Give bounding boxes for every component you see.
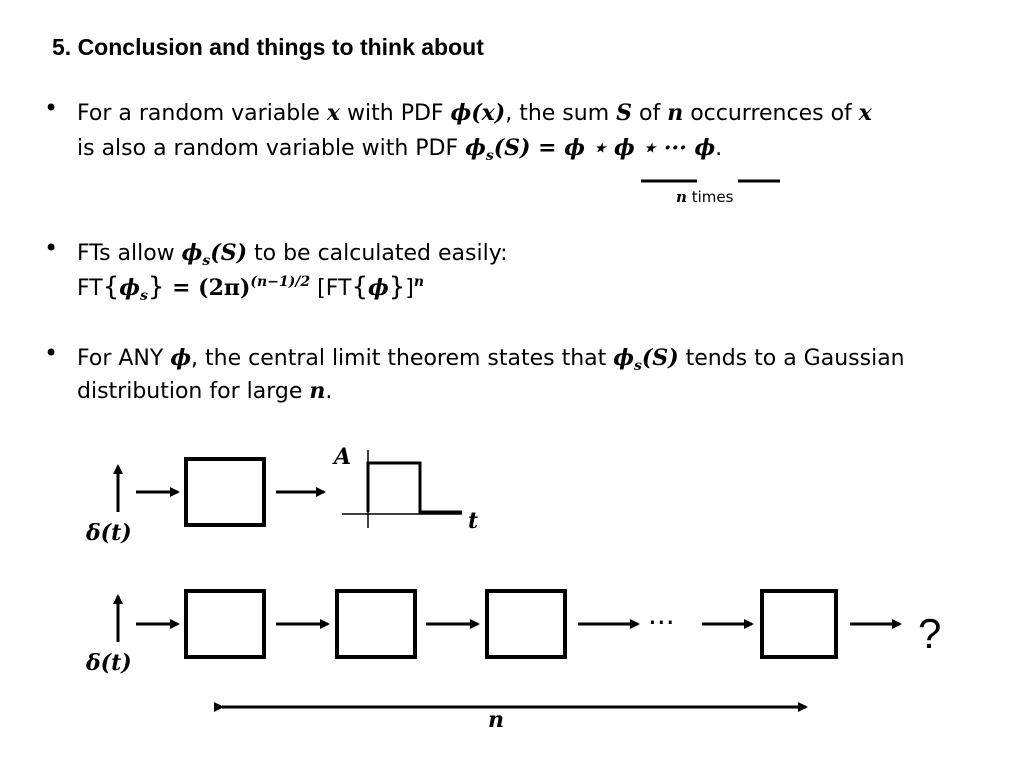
system-box xyxy=(184,589,266,659)
text: [ xyxy=(310,276,326,301)
math-phi: ϕ xyxy=(119,275,140,301)
text: occurrences of xyxy=(683,101,859,126)
math-n: n xyxy=(667,100,684,126)
text: FT xyxy=(77,276,103,301)
math-phi: ϕ xyxy=(170,345,192,371)
math-2pi: = (2π) xyxy=(164,275,251,301)
text: to be calculated easily: xyxy=(247,241,508,266)
math-phi: ϕ xyxy=(613,345,634,371)
math-sub-s: s xyxy=(139,288,148,304)
math-sub-s: s xyxy=(485,148,494,164)
math-S: S xyxy=(616,100,633,126)
math-n: n xyxy=(676,188,687,206)
text: , the central limit theorem states that xyxy=(191,346,614,371)
question-mark: ? xyxy=(918,610,941,657)
math-sub-s: s xyxy=(202,253,211,269)
text: ] xyxy=(405,276,414,301)
text: , the sum xyxy=(505,101,617,126)
text: For a random variable xyxy=(77,101,327,126)
amp-label: A xyxy=(332,444,351,470)
math-paren-S: (S) xyxy=(493,135,531,161)
rect-pulse xyxy=(366,461,462,514)
text: is also a random variable with PDF xyxy=(77,136,466,161)
math-exponent-n: n xyxy=(413,274,425,290)
system-box xyxy=(335,589,417,659)
bullet2-line2: FT{ϕs} = (2π)(n−1)/2 [FT{ϕ}]n xyxy=(77,272,424,304)
math-n: n xyxy=(309,378,326,404)
bullet2-line1: FTs allow ϕs(S) to be calculated easily: xyxy=(77,240,508,269)
text: . xyxy=(325,379,333,404)
system-box xyxy=(760,589,838,659)
slide-title: 5. Conclusion and things to think about xyxy=(52,34,484,60)
text: with PDF xyxy=(340,101,451,126)
chain-ellipsis: ··· xyxy=(648,606,675,639)
math-phi-x: ϕ(x) xyxy=(450,100,506,126)
text: distribution for large xyxy=(77,379,310,404)
text: For ANY xyxy=(77,346,171,371)
bullet1-line1: For a random variable x with PDF ϕ(x), t… xyxy=(77,100,872,126)
math-phi: ϕ xyxy=(368,275,389,301)
text: times xyxy=(691,188,734,206)
delta-label: δ(t) xyxy=(85,520,132,546)
math-phi: ϕ xyxy=(181,240,203,266)
bullet-dot: • xyxy=(44,94,59,122)
text: tends to a Gaussian xyxy=(678,346,905,371)
math-exponent: (n−1)/2 xyxy=(250,274,311,290)
math-x: x xyxy=(858,100,872,126)
system-box xyxy=(485,589,567,659)
text: of xyxy=(632,101,668,126)
math-sub-s: s xyxy=(634,358,642,374)
text: . xyxy=(715,136,723,161)
math-brace: } xyxy=(147,272,165,302)
math-brace: { xyxy=(351,272,369,302)
math-convolution: = ϕ ⋆ ϕ ⋆ ··· ϕ xyxy=(530,135,716,161)
math-paren-S: (S) xyxy=(210,240,247,266)
bullet-dot: • xyxy=(44,339,59,367)
text: FTs allow xyxy=(77,241,182,266)
math-paren-S: (S) xyxy=(641,345,679,371)
math-brace: } xyxy=(388,272,406,302)
n-label: n xyxy=(488,707,504,733)
math-x: x xyxy=(326,100,341,126)
bullet3-line2: distribution for large n. xyxy=(77,378,332,404)
text: FT xyxy=(325,276,352,301)
system-box xyxy=(184,457,266,527)
bullet-dot: • xyxy=(44,234,59,262)
delta-label: δ(t) xyxy=(85,650,132,676)
math-phi: ϕ xyxy=(465,135,486,161)
underbrace-label: n times xyxy=(676,188,733,206)
bullet1-line2: is also a random variable with PDF ϕs(S)… xyxy=(77,135,722,164)
math-brace: { xyxy=(102,272,120,302)
time-label: t xyxy=(468,508,478,534)
bullet3-line1: For ANY ϕ, the central limit theorem sta… xyxy=(77,345,905,374)
